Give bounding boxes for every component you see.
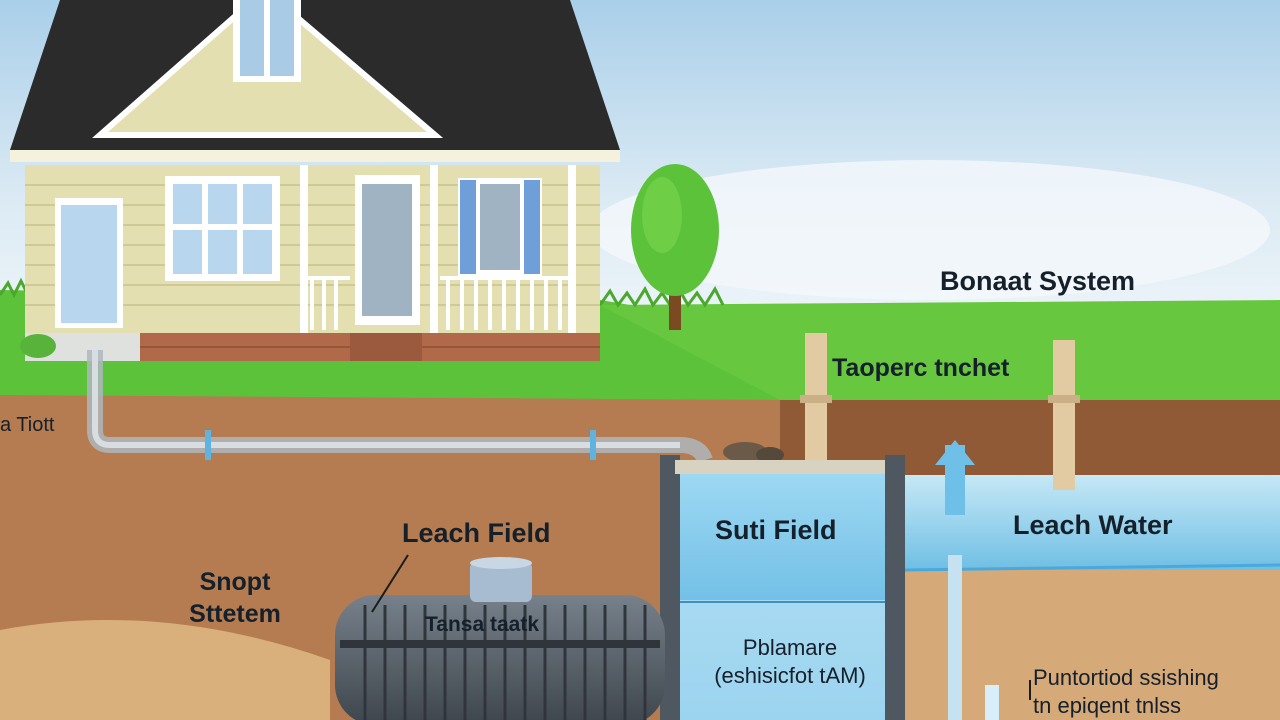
sand-right [905, 565, 1280, 720]
tank-label: Tansa taatk [425, 613, 539, 636]
leach-water-label: Leach Water [1013, 510, 1173, 540]
septic-system-label: Snopt Sttetem [180, 566, 290, 630]
sand-mound [0, 620, 330, 720]
porch-railing [305, 276, 575, 330]
vent-pipe-right [1053, 340, 1075, 490]
house [10, 0, 620, 361]
cloud [590, 160, 1270, 300]
bottom-line-1: Puntortiod ssishing [1033, 665, 1219, 690]
bottom-right-label: Puntortiod ssishing tn epiqent tnlss [1033, 664, 1219, 720]
septic-line-2: Sttetem [189, 600, 281, 628]
septic-tank [335, 557, 665, 720]
septic-line-1: Snopt [199, 568, 271, 596]
leach-water-area [905, 475, 1280, 570]
inlet-label: Taoperc tnchet [832, 354, 1010, 382]
grass-right [600, 300, 1280, 400]
shrub [20, 334, 56, 358]
system-label: Bonaat System [940, 266, 1136, 296]
bottom-line-2: tn epiqent tnlss [1033, 693, 1181, 718]
leach-water-edge [904, 563, 1280, 572]
porch-steps [350, 333, 422, 361]
chamber-label: Pblamare (eshisicfot tAM) [680, 634, 900, 690]
soil-field-label: Suti Field [715, 515, 837, 545]
tank-riser [470, 562, 532, 602]
chamber-line-2: (eshisicfot tAM) [714, 663, 866, 688]
chamber-line-1: Pblamare [742, 635, 838, 660]
left-edge-label: a Tiott [0, 414, 55, 436]
leader-line [371, 554, 409, 613]
tree-trunk [669, 285, 681, 330]
leach-field-label: Leach Field [402, 518, 551, 548]
